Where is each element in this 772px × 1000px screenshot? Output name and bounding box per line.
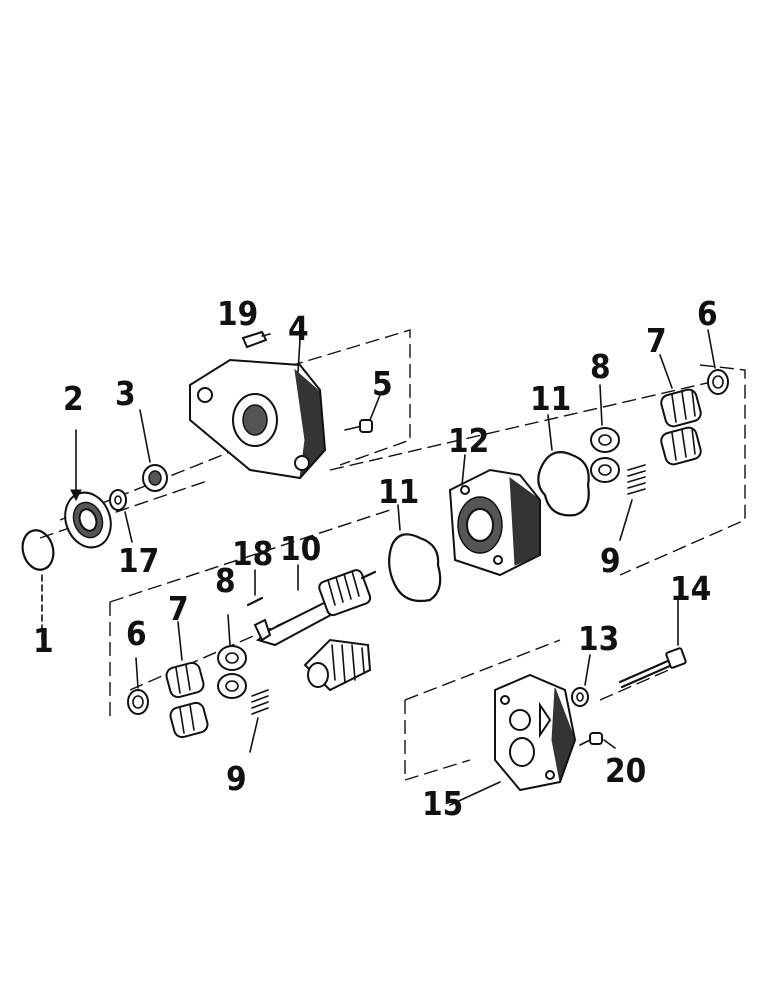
callout-18: 18 [232,534,273,573]
part-10-drive-shaft [253,564,377,647]
part-9-spring-left [249,689,269,753]
callout-20: 20 [605,751,646,790]
callout-9-right: 9 [600,541,621,580]
part-18-pin [246,569,264,607]
part-7-bearing-left [165,621,209,739]
part-13-washer [571,654,591,707]
part-6-ring-left [127,657,149,715]
part-5-screw [344,394,381,433]
part-11-gasket-right [537,414,590,517]
callout-6-right: 6 [697,294,718,333]
callout-17: 17 [118,541,159,580]
part-17-washer [109,489,133,543]
part-3-bearing [139,409,168,492]
callout-11-left: 11 [378,472,419,511]
part-8-bushing-plate-right [590,384,620,483]
callout-7-right: 7 [646,321,667,360]
callout-15: 15 [422,784,463,823]
callout-8-left: 8 [215,561,236,600]
callout-1: 1 [33,621,54,660]
callout-11-right: 11 [530,379,571,418]
callout-12: 12 [448,421,489,460]
part-9-spring-right [619,464,646,541]
part-7-bearing-right [659,354,702,466]
part-2-coupling [64,429,112,549]
part-8-bushing-plate-left [217,614,247,699]
callout-5: 5 [372,364,393,403]
part-11-gasket-left [388,504,442,603]
callout-6-left: 6 [126,614,147,653]
callout-10: 10 [280,529,321,568]
callout-2: 2 [63,379,84,418]
callout-14: 14 [670,569,711,608]
part-6-ring-right [707,329,729,395]
part-12-pump-body [448,454,541,577]
driven-gear [303,638,372,692]
callout-7-left: 7 [168,589,189,628]
part-4-front-flange [189,339,327,480]
callout-19: 19 [217,294,258,333]
part-1-o-ring [21,529,55,641]
callout-13: 13 [578,619,619,658]
part-20-screw [579,732,616,749]
callout-8-right: 8 [590,347,611,386]
callout-3: 3 [115,374,136,413]
part-15-rear-cover [449,673,577,806]
callout-labels: 19 4 5 2 3 17 1 18 10 8 6 7 9 11 12 11 8… [33,294,718,823]
callout-4: 4 [288,309,309,348]
callout-9-left: 9 [226,759,247,798]
part-19-screw [241,330,271,349]
part-14-bolt [618,599,687,689]
